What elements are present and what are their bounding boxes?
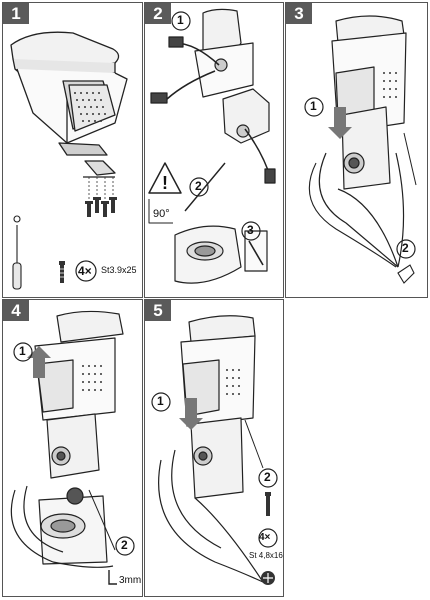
- step-2-label: 2: [121, 538, 128, 552]
- tool-size-label: 3mm: [119, 575, 142, 586]
- wiring-illustration: !: [148, 8, 276, 284]
- up-arrow-icon: [27, 346, 51, 378]
- svg-text:!: !: [162, 173, 168, 193]
- screws: [85, 197, 117, 217]
- screw-icon: [59, 261, 65, 283]
- step-2-label: 2: [264, 470, 271, 484]
- quantity-badge: 4×: [78, 264, 92, 278]
- angle-label: 90°: [153, 208, 170, 220]
- panel-number: 1: [3, 3, 29, 24]
- install-illustration: [304, 15, 417, 284]
- step-1-label: 1: [157, 394, 164, 408]
- panel-3: 3 1: [285, 2, 428, 298]
- panel-number: 4: [3, 300, 29, 321]
- quantity-badge: 4×: [259, 532, 271, 543]
- screw-spec: St 4,8x16: [249, 551, 283, 560]
- down-arrow-icon: [179, 398, 203, 430]
- screw-icon: [265, 492, 271, 516]
- step-1-label: 1: [177, 13, 184, 27]
- panel-4: 4: [2, 299, 143, 597]
- final-assembly-illustration: [151, 315, 278, 585]
- screw-head-icon: [261, 571, 275, 585]
- panel-1: 1: [2, 2, 143, 298]
- down-arrow-icon: [328, 107, 352, 139]
- panel-number: 3: [286, 3, 312, 24]
- panel-5: 5: [144, 299, 284, 597]
- panel-number: 2: [145, 3, 171, 24]
- panel-empty: [285, 299, 428, 597]
- perforation-dots: [74, 92, 106, 122]
- step-1-label: 1: [310, 99, 317, 113]
- allen-key-icon: [108, 570, 117, 585]
- panel-2: 2 !: [144, 2, 284, 298]
- step-2-label: 2: [195, 179, 202, 193]
- panel-number: 5: [145, 300, 171, 321]
- armrest-exploded-illustration: [10, 31, 128, 290]
- step-1-label: 1: [19, 344, 26, 358]
- screwdriver-icon: [12, 215, 22, 290]
- screw-spec: St3.9x25: [101, 265, 137, 275]
- hand-tool-icon: [397, 264, 415, 284]
- lid-removal-illustration: [10, 310, 135, 585]
- step-2-label: 2: [402, 241, 409, 255]
- step-3-label: 3: [247, 223, 254, 237]
